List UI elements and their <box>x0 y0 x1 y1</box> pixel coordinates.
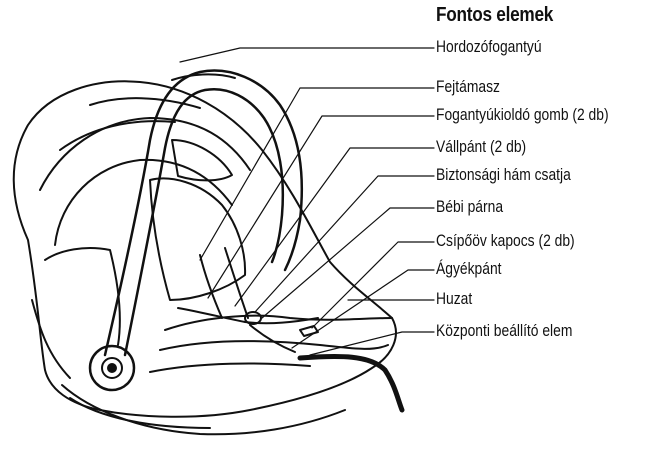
label-baby-cushion: Bébi párna <box>436 198 504 216</box>
leader-baby-cushion <box>261 207 435 319</box>
seat-base-edge <box>69 397 211 429</box>
leader-handle-release <box>207 115 435 299</box>
label-handle: Hordozófogantyú <box>436 38 542 56</box>
seat-side-panel <box>44 247 121 346</box>
adjuster-strap <box>297 353 405 413</box>
handle-pivot-outer <box>88 344 136 392</box>
carry-handle-inner <box>123 87 285 357</box>
crotch-strap-shape <box>249 324 296 353</box>
front-rim <box>164 314 393 331</box>
seat-hood-line-1 <box>59 120 176 151</box>
headrest-pad <box>171 139 233 182</box>
label-lap-belt-clip: Csípőöv kapocs (2 db) <box>436 232 575 250</box>
label-harness-buckle: Biztonsági hám csatja <box>436 166 571 184</box>
front-rim-lower <box>159 340 389 351</box>
leader-lines <box>179 47 435 356</box>
leader-central-adjuster <box>309 331 435 356</box>
shoulder-strap-left <box>199 254 223 319</box>
carry-handle-outer <box>103 69 304 357</box>
leader-handle <box>179 47 435 63</box>
leader-headrest <box>199 87 435 261</box>
diagram-title: Fontos elemek <box>436 4 554 26</box>
leader-crotch-strap <box>291 269 435 349</box>
seat-hood-line-2 <box>89 97 201 109</box>
label-crotch-strap: Ágyékpánt <box>436 260 502 278</box>
label-handle-release: Fogantyúkioldó gomb (2 db) <box>436 106 609 124</box>
lap-strap <box>177 307 319 325</box>
harness-buckle-shape <box>244 311 262 325</box>
backrest <box>149 177 247 301</box>
seat-side-fold <box>31 299 71 379</box>
seat-headrest-wing <box>39 117 251 191</box>
handle-pivot-core <box>107 363 117 373</box>
carry-handle-grip <box>171 73 236 81</box>
label-shoulder-strap: Vállpánt (2 db) <box>436 138 527 156</box>
leader-lap-clip <box>311 241 435 329</box>
lap-clip-shape <box>299 325 319 337</box>
label-cover: Huzat <box>436 290 473 308</box>
shoulder-strap-right <box>224 247 249 319</box>
label-central-adjuster: Központi beállító elem <box>436 322 573 340</box>
front-rim-base <box>149 362 311 373</box>
leader-harness-buckle <box>254 175 435 313</box>
seat-base-rocker <box>61 384 346 436</box>
leader-shoulder-strap <box>234 147 435 307</box>
handle-pivot-inner <box>101 357 123 379</box>
label-headrest: Fejtámasz <box>436 78 500 96</box>
